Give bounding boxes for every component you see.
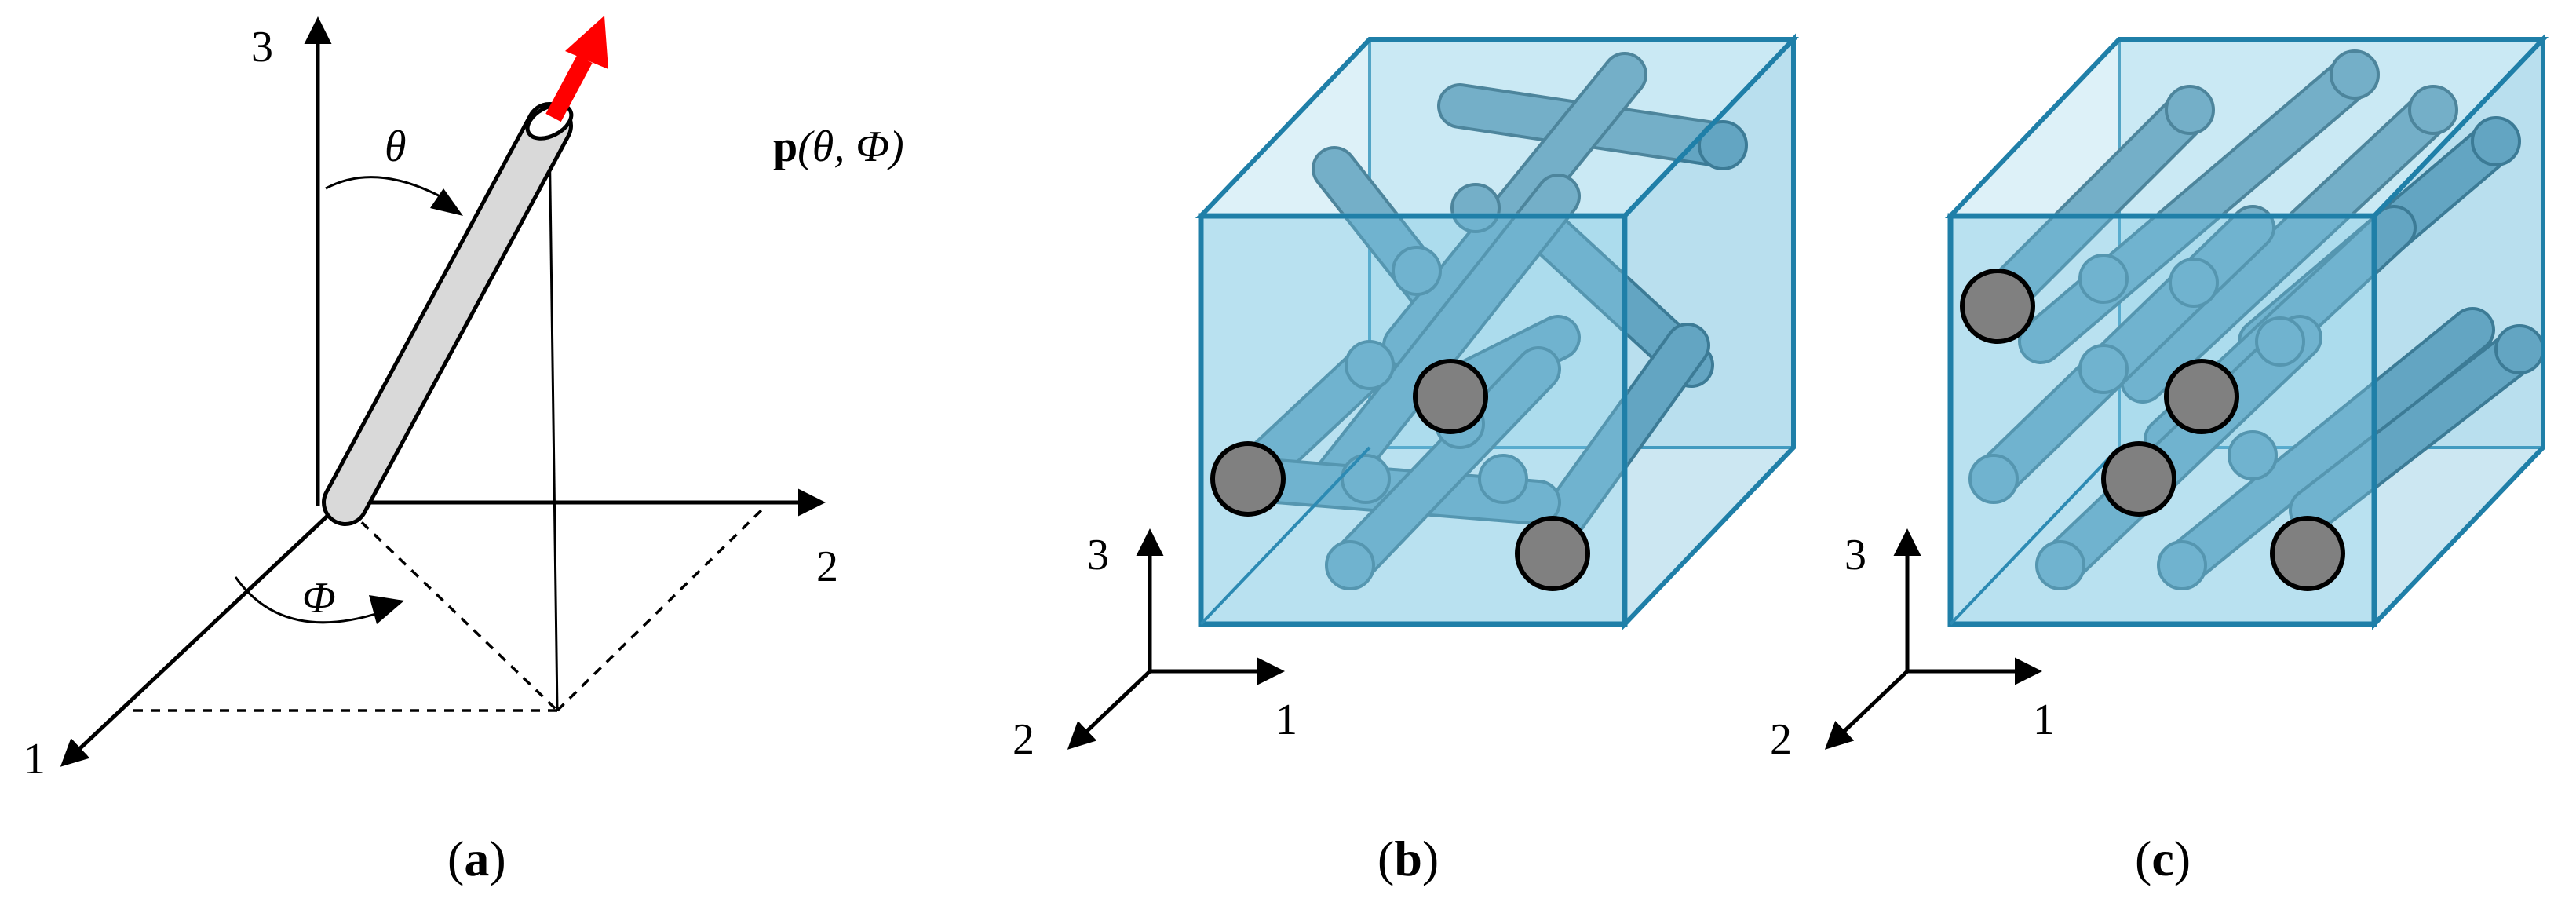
panel-a-theta-label: θ [385,122,407,171]
panel-a-axis-1 [60,505,339,767]
panel-b-axis-2 [1067,670,1151,750]
panel-a-red-arrow [545,16,608,122]
panel-c-fiber-cap [2164,359,2239,434]
panel-a-rod [322,102,574,526]
panel-b-caption: (b) [1377,831,1439,886]
panel-a-phi-label: Φ [302,574,336,623]
panel-b-fiber-cap [1413,359,1488,434]
panel-c-fiber-cap [2101,441,2176,517]
panel-c: 3 1 2 (c) [1770,33,2549,886]
panel-c-axis-2-label: 2 [1770,715,1792,764]
panel-c-axis-1-label: 1 [2033,696,2055,744]
panel-a-axis-2-label: 2 [816,543,838,591]
panel-b-axis-1-label: 1 [1275,696,1297,744]
panel-a-projection-line [348,509,559,712]
panel-b-fiber-cap [1515,516,1590,591]
panel-c-fiber-cap [1960,269,2035,344]
panel-a-caption: (a) [447,831,506,886]
panel-a-drop-line [548,129,559,711]
panel-a: 3 2 1 θ Φ p(θ, Φ) (a) [24,16,904,886]
panel-c-fiber-cap [2270,516,2345,591]
panel-a-vector-label: p(θ, Φ) [773,122,904,171]
panel-a-theta-arc [325,176,448,202]
panel-c-caption: (c) [2135,831,2191,886]
panel-a-axis-3-label: 3 [251,23,273,71]
panel-a-theta-arrowhead [430,188,463,216]
panel-a-dashed-line-2 [556,505,767,712]
panel-a-phi-arrowhead [369,595,404,624]
panel-c-axis-3-label: 3 [1844,531,1866,579]
panel-c-axis-2 [1824,670,1909,750]
panel-a-axis-1-label: 1 [24,735,46,784]
panel-a-phi-arc [234,576,381,624]
panel-b-axis-3-label: 3 [1087,531,1109,579]
panel-b-fiber-cap [1210,441,1286,517]
panel-b-axis-2-label: 2 [1013,715,1034,764]
panel-b: 3 1 2 (b) [1013,33,1800,886]
